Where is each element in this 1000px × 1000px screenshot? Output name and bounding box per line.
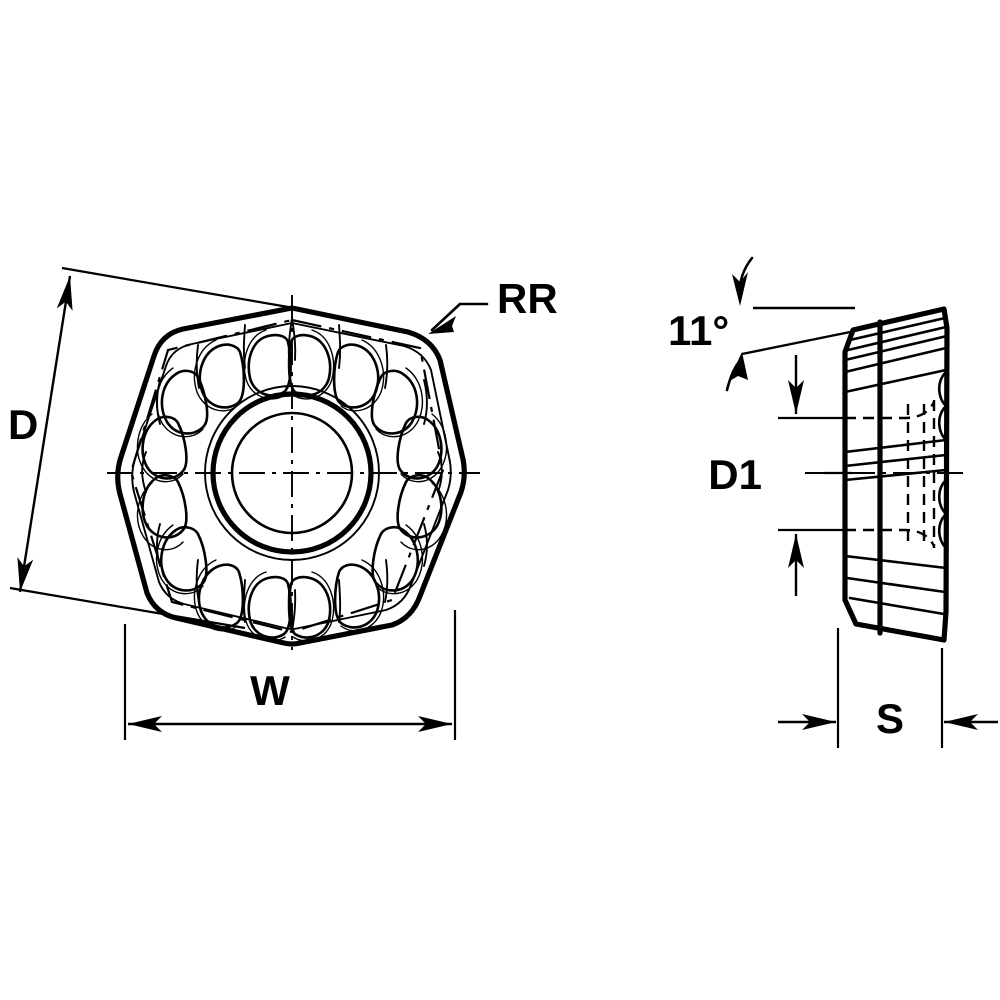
dimension-S-label: S (876, 695, 904, 742)
dimension-S: S (778, 628, 998, 748)
side-view-lower-band (843, 554, 948, 616)
leader-arrow-icon (428, 316, 456, 334)
bore-inner-circle (230, 411, 354, 535)
dimension-D-label: D (8, 401, 38, 448)
side-view-upper-band (843, 346, 948, 394)
angle-arrow-lower-icon (728, 352, 748, 382)
dimension-11deg: 11° (668, 256, 856, 392)
bore-middle-circle (210, 391, 374, 555)
side-view-group: 11° D1 (668, 256, 998, 748)
angle-inclined-line (741, 329, 856, 356)
dimension-D1: D1 (708, 355, 852, 596)
dimension-D-extension-lower (9, 586, 246, 630)
side-view-outline (842, 306, 950, 643)
dimension-RR: RR (428, 275, 558, 334)
bore-outer-circle (204, 385, 380, 561)
insert-land-offset (131, 322, 452, 630)
angle-arrow-upper-icon (732, 272, 748, 306)
dimension-W: W (123, 610, 457, 740)
side-view-top-land-lines (843, 307, 949, 362)
side-view-middle-band (843, 438, 948, 482)
dimension-RR-leader-diagonal (430, 302, 462, 332)
dimension-RR-label: RR (497, 275, 558, 322)
top-view-group: D W RR (8, 266, 558, 740)
side-view-hidden-bore (845, 400, 936, 548)
dimension-D1-label: D1 (708, 451, 762, 498)
dimension-D-extension-upper (61, 266, 301, 311)
side-view-scallop-profile (937, 370, 948, 550)
insert-body-outline (115, 305, 467, 647)
dimension-11deg-label: 11° (668, 307, 729, 354)
dimension-D: D (8, 266, 301, 630)
dimension-D-line (18, 275, 72, 593)
arrow-up-icon (56, 274, 78, 311)
dimension-W-label: W (250, 667, 290, 714)
